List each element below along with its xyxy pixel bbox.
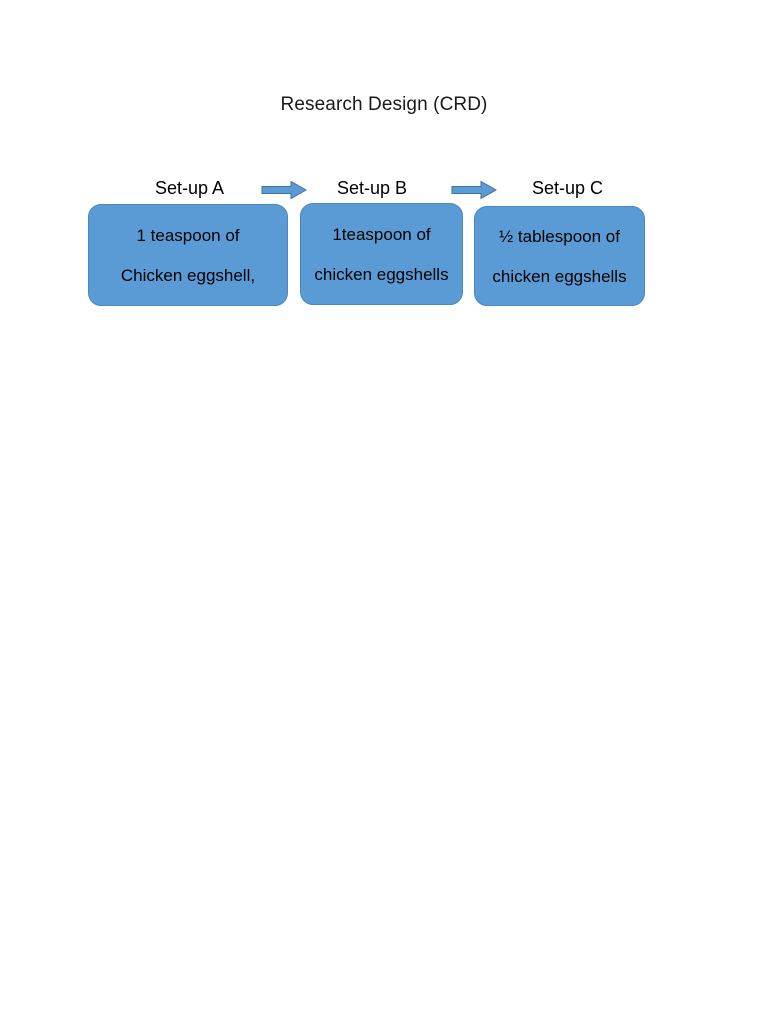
setup-box-c: ½ tablespoon of chicken eggshells	[474, 206, 645, 306]
setup-box-a-line1: 1 teaspoon of	[136, 225, 240, 245]
page-title: Research Design (CRD)	[280, 94, 488, 115]
setup-box-b-line2: chicken eggshells	[314, 264, 449, 284]
setup-box-a-line2: Chicken eggshell,	[120, 265, 256, 285]
setup-label-b: Set-up B	[337, 178, 408, 198]
setup-label-c: Set-up C	[532, 178, 604, 198]
research-design-flow: Set-up A Set-up B Set-up C 1 teaspoon of…	[0, 0, 768, 330]
setup-label-a: Set-up A	[155, 178, 225, 198]
setup-box-b: 1teaspoon of chicken eggshells	[300, 203, 463, 305]
setup-box-b-line1: 1teaspoon of	[332, 224, 431, 244]
setup-box-a: 1 teaspoon of Chicken eggshell,	[88, 204, 288, 306]
setup-box-c-line2: chicken eggshells	[492, 266, 627, 286]
arrow-right-icon	[261, 180, 307, 200]
setup-box-c-line1: ½ tablespoon of	[499, 226, 620, 246]
arrow-right-icon	[451, 180, 497, 200]
